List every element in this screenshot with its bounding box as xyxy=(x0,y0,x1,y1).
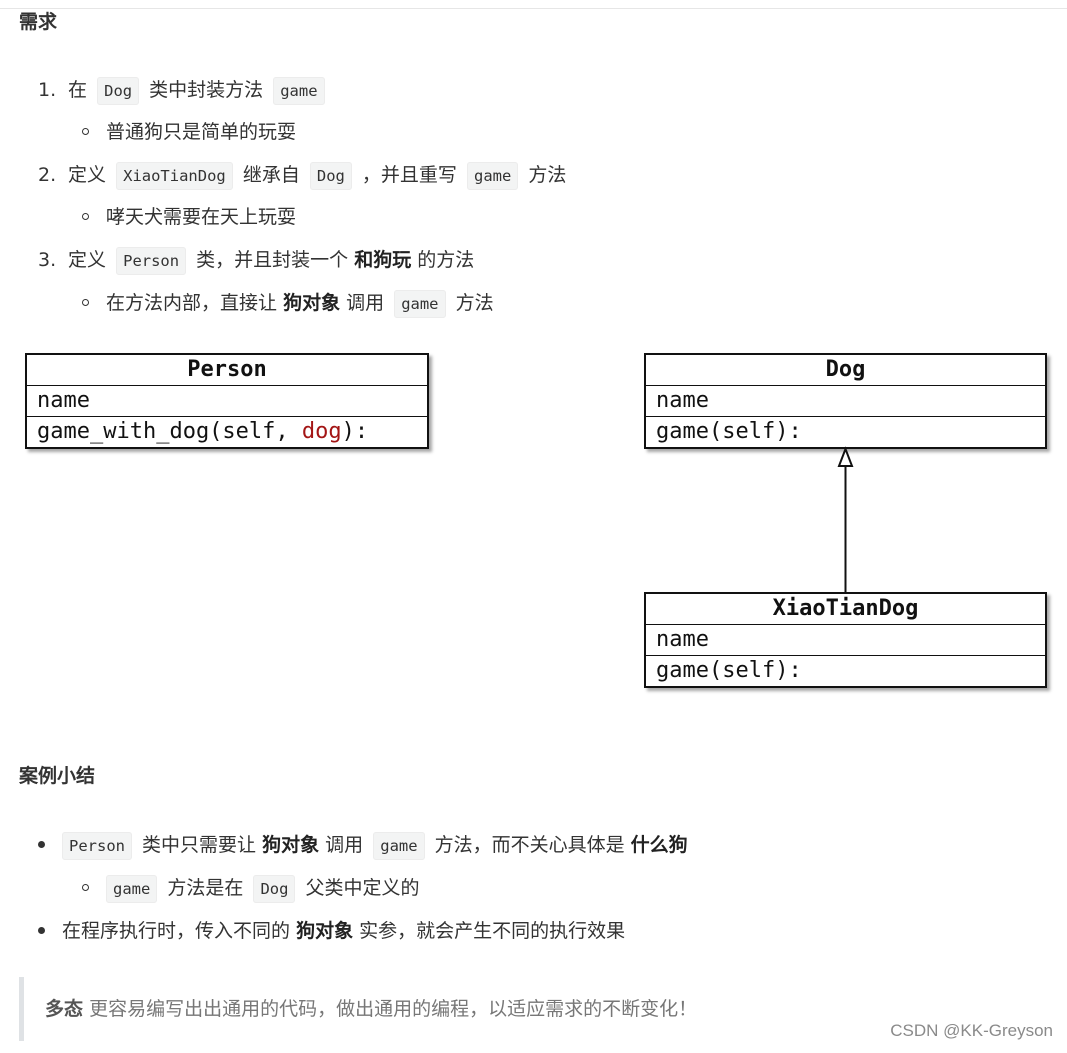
text: 方法 xyxy=(455,292,494,314)
text: 类，并且封装一个 xyxy=(196,249,349,271)
text: 调用 xyxy=(346,292,385,314)
text: 方法，而不关心具体是 xyxy=(434,834,625,856)
text: 调用 xyxy=(325,834,364,856)
circle-bullet-icon xyxy=(82,299,89,306)
text: 定义 xyxy=(68,249,107,271)
text: 继承自 xyxy=(242,164,300,186)
blockquote: 多态 更容易编写出出通用的代码，做出通用的编程，以适应需求的不断变化！ xyxy=(19,977,1067,1041)
summary-sub-bullet: game 方法是在 Dog 父类中定义的 xyxy=(102,873,420,904)
uml-class-dog: Dog name game(self): xyxy=(644,353,1047,449)
text: 方法是在 xyxy=(167,877,244,899)
circle-bullet-icon xyxy=(82,128,89,135)
bold-text: 多态 xyxy=(45,998,84,1020)
text: 实参，就会产生不同的执行效果 xyxy=(359,920,626,942)
class-attribute: name xyxy=(646,624,1045,655)
text: 在 xyxy=(68,79,88,101)
inline-code: Dog xyxy=(253,875,296,903)
text: 在程序执行时，传入不同的 xyxy=(62,920,291,942)
item-number: 1. xyxy=(38,79,57,101)
sub-item-1: 普通狗只是简单的玩耍 xyxy=(106,121,297,143)
method-param: dog xyxy=(301,419,342,444)
list-item-1: 1. 在 Dog 类中封装方法 game xyxy=(38,75,329,106)
inline-code: game xyxy=(394,290,446,318)
bold-text: 和狗玩 xyxy=(354,249,412,271)
text: ，并且重写 xyxy=(361,164,457,186)
bold-text: 狗对象 xyxy=(296,920,354,942)
text: 定义 xyxy=(68,164,107,186)
inline-code: XiaoTianDog xyxy=(116,162,233,190)
text: 类中封装方法 xyxy=(149,79,264,101)
text: 更容易编写出出通用的代码，做出通用的编程，以适应需求的不断变化！ xyxy=(89,998,698,1020)
inheritance-arrow xyxy=(837,446,854,593)
inline-code: Dog xyxy=(309,162,352,190)
disc-bullet-icon xyxy=(38,841,45,848)
class-attribute: name xyxy=(27,385,427,416)
class-name: XiaoTianDog xyxy=(772,596,919,621)
class-method: game_with_dog(self, dog): xyxy=(27,416,427,447)
text: 方法 xyxy=(528,164,567,186)
bold-text: 狗对象 xyxy=(262,834,320,856)
inline-code: Dog xyxy=(97,77,140,105)
uml-class-person: Person name game_with_dog(self, dog): xyxy=(25,353,429,449)
class-name: Dog xyxy=(825,357,866,382)
summary-bullet-1: Person 类中只需要让 狗对象 调用 game 方法，而不关心具体是 什么狗 xyxy=(58,830,688,861)
text: 在方法内部，直接让 xyxy=(106,292,278,314)
sub-item-2: 哮天犬需要在天上玩耍 xyxy=(106,206,297,228)
inline-code: game xyxy=(373,832,425,860)
section-heading-requirements: 需求 xyxy=(19,11,58,33)
watermark: CSDN @KK-Greyson xyxy=(890,1021,1053,1040)
inline-code: game xyxy=(273,77,325,105)
blockquote-text: 多态 更容易编写出出通用的代码，做出通用的编程，以适应需求的不断变化！ xyxy=(45,994,697,1021)
hollow-triangle-arrowhead-icon xyxy=(837,446,854,467)
summary-bullet-2: 在程序执行时，传入不同的 狗对象 实参，就会产生不同的执行效果 xyxy=(62,916,625,946)
method-signature-end: ): xyxy=(341,419,369,444)
inline-code: game xyxy=(106,875,158,903)
bold-text: 什么狗 xyxy=(630,834,688,856)
list-item-2: 2. 定义 XiaoTianDog 继承自 Dog ，并且重写 game 方法 xyxy=(38,160,566,191)
text: 父类中定义的 xyxy=(305,877,420,899)
inline-code: game xyxy=(466,162,519,190)
section-heading-summary: 案例小结 xyxy=(19,765,96,787)
list-item-3: 3. 定义 Person 类，并且封装一个 和狗玩 的方法 xyxy=(38,245,474,276)
uml-class-xiaotiandog: XiaoTianDog name game(self): xyxy=(644,592,1047,688)
circle-bullet-icon xyxy=(82,213,89,220)
method-signature: game_with_dog(self, xyxy=(37,419,302,444)
inline-code: Person xyxy=(62,832,132,860)
item-number: 3. xyxy=(38,249,57,271)
disc-bullet-icon xyxy=(38,927,45,934)
circle-bullet-icon xyxy=(82,884,89,891)
item-number: 2. xyxy=(38,164,57,186)
top-edge-strip xyxy=(0,0,1067,9)
text: 类中只需要让 xyxy=(142,834,257,856)
sub-item-3: 在方法内部，直接让 狗对象 调用 game 方法 xyxy=(106,288,494,319)
inline-code: Person xyxy=(116,247,187,275)
class-name: Person xyxy=(187,357,267,382)
bold-text: 狗对象 xyxy=(283,292,341,314)
class-attribute: name xyxy=(646,385,1045,416)
class-method: game(self): xyxy=(646,416,1045,447)
class-method: game(self): xyxy=(646,655,1045,686)
text: 的方法 xyxy=(417,249,475,271)
